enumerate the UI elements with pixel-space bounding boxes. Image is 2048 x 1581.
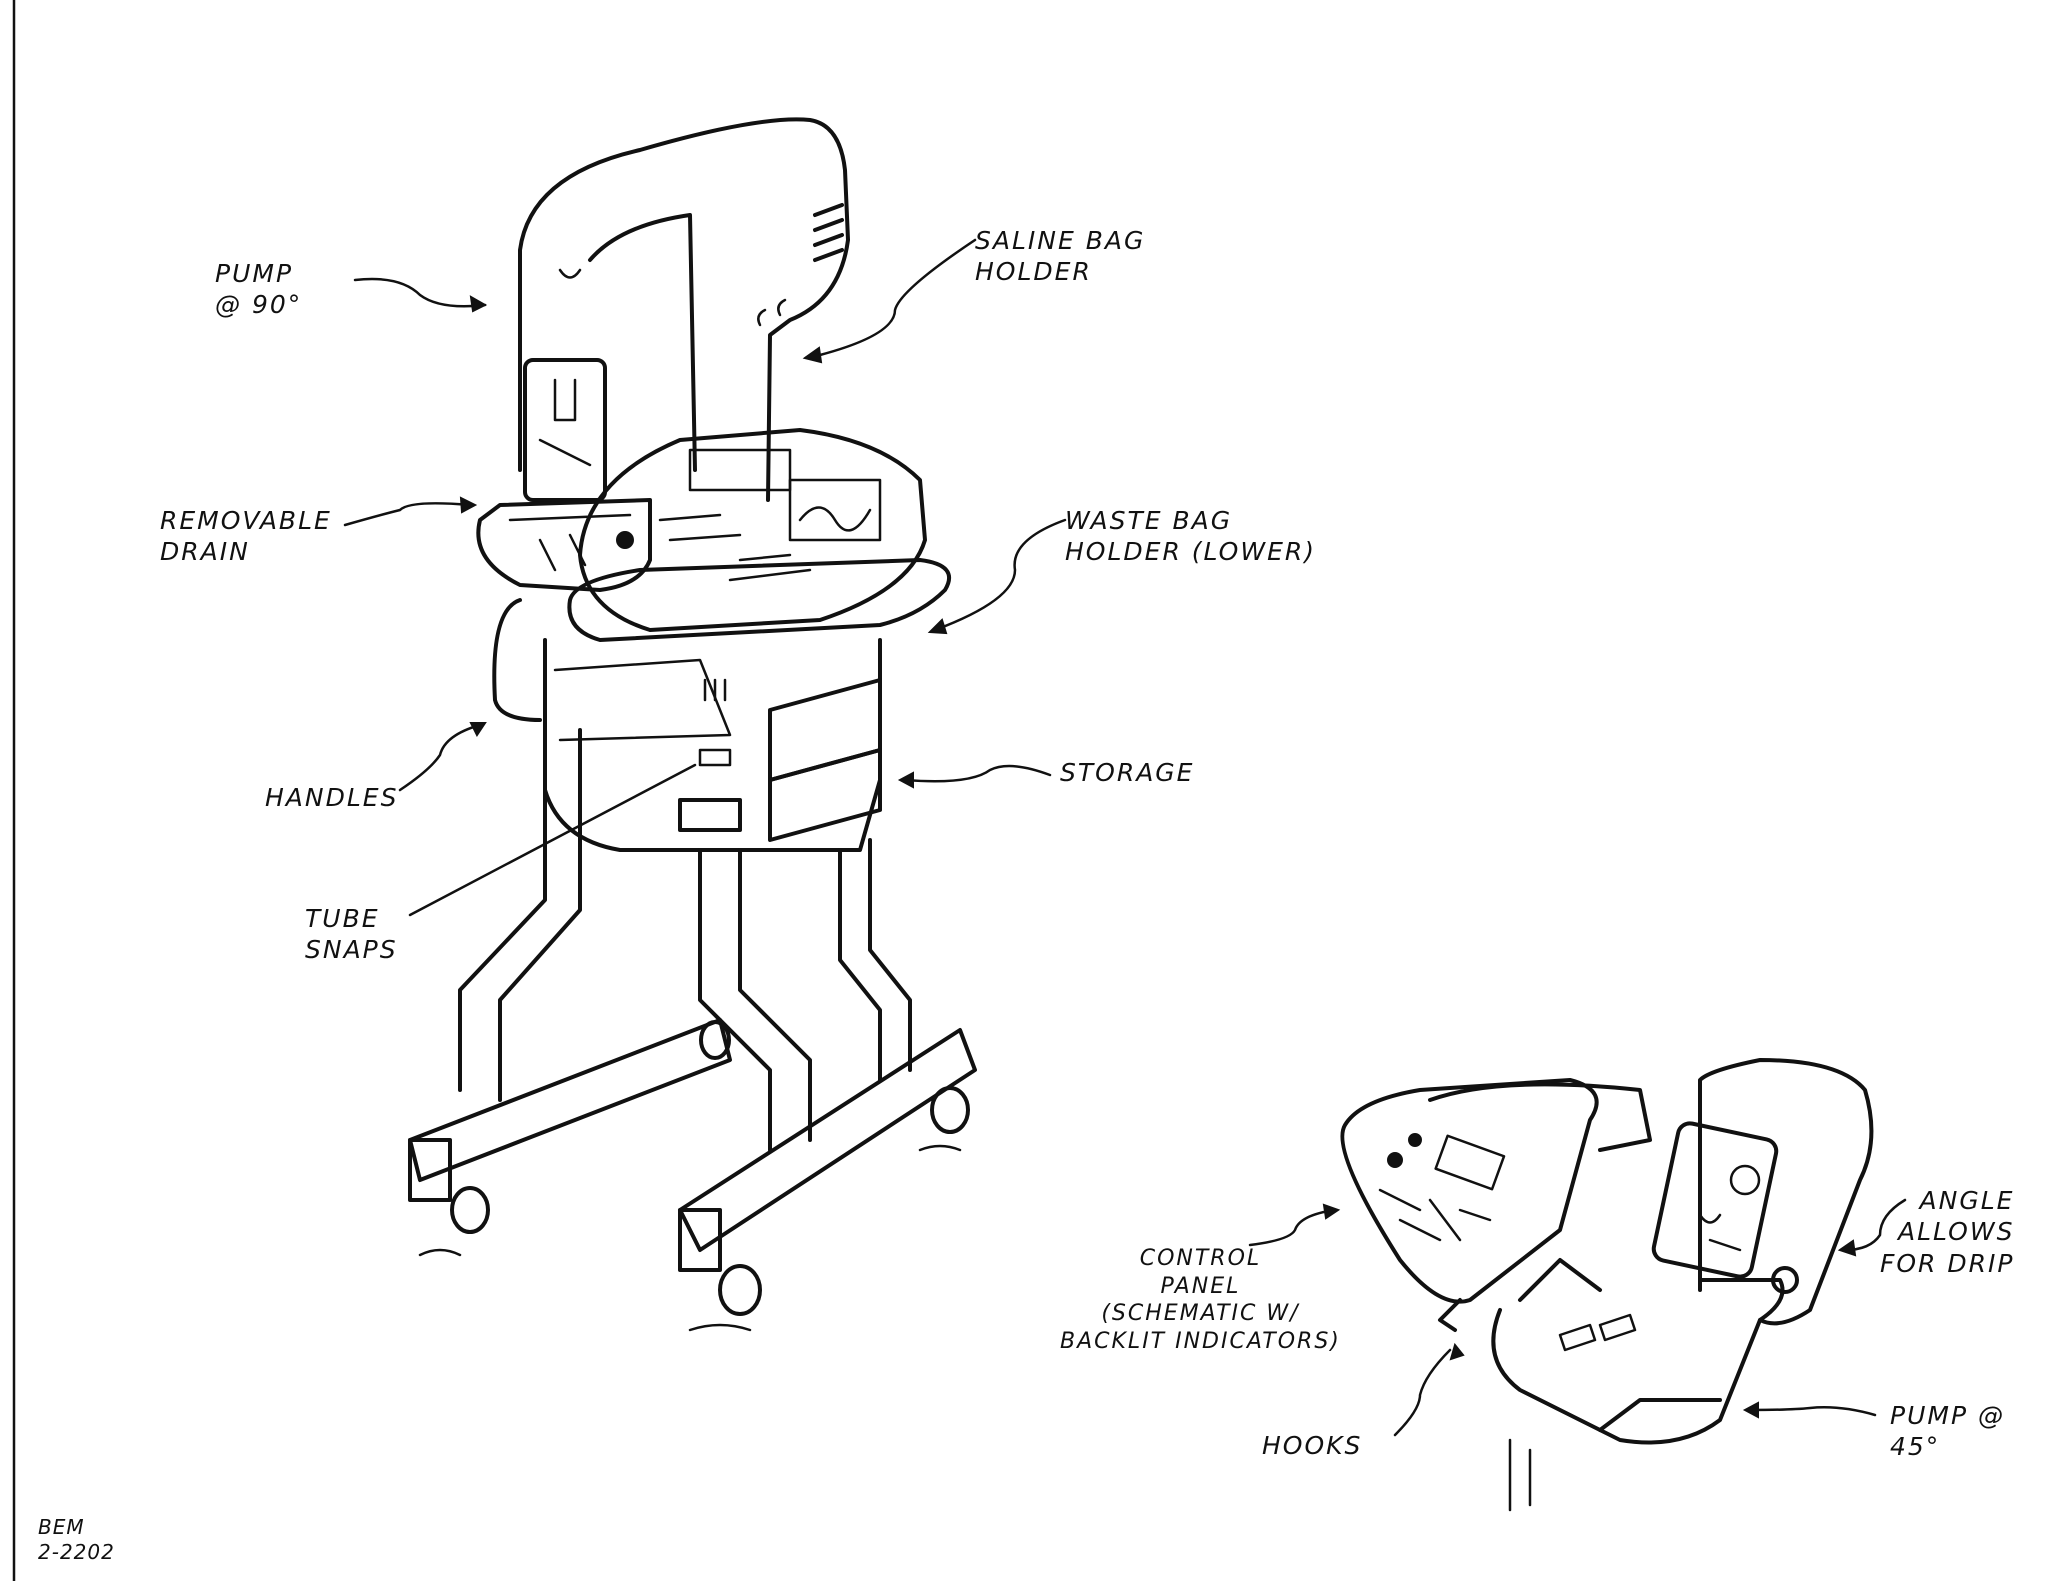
pump-45-window [1651,1121,1779,1279]
pump-45-pivot [1771,1266,1799,1294]
leg-right-back [838,848,882,1082]
label-handles: HANDLES [265,783,399,812]
leg-left-back [458,718,547,1092]
panel-knob-1 [1387,1152,1403,1168]
label-waste-bag-holder: WASTE BAG HOLDER (LOWER) [1065,506,1316,567]
arrow-pump-45 [1742,1401,1759,1419]
leader-waste [933,518,1067,632]
console-display-left [688,448,792,492]
leader-pump-90 [353,277,487,308]
label-angle-allows-for-drip: ANGLE ALLOWS FOR DRIP [1880,1186,2015,1278]
vent-slot-1 [813,203,844,217]
pump-window-detail [538,378,592,467]
pole-stub [1508,1438,1532,1512]
label-pump-45: PUMP @ 45° [1890,1401,2005,1462]
pump-head-outline [518,117,850,502]
pump-head-inner [588,213,697,472]
arrow-hooks [1449,1342,1465,1361]
leg-mid-front [698,848,772,1152]
arrow-control-panel [1322,1203,1341,1220]
tube-snap-marks [698,678,732,767]
leader-saline [818,238,977,357]
wheel-1 [450,1186,490,1234]
panel-schematic [1378,1188,1492,1242]
label-control-panel: CONTROL PANEL (SCHEMATIC W/ BACKLIT INDI… [1060,1246,1341,1354]
panel-knob-2 [1408,1133,1422,1147]
label-pump-90: PUMP @ 90° [215,259,303,320]
vent-slot-4 [813,248,844,262]
label-saline-bag-holder: SALINE BAG HOLDER [975,226,1146,287]
console-knob [616,531,634,549]
wheel-4 [699,1020,731,1060]
pump-45-lower [1491,1278,1785,1445]
label-hooks: HOOKS [1262,1431,1363,1460]
console-markings [658,513,812,582]
arrow-angle [1837,1239,1857,1257]
leader-storage [903,764,1052,783]
label-removable-drain: REMOVABLE DRAIN [160,506,332,567]
pump-45-window-detail [1698,1213,1742,1252]
wheel-2 [718,1264,762,1316]
pump-45-leader-lines [1248,1198,1907,1437]
leg-left-front [498,728,582,1102]
bag-hooks [757,298,787,327]
label-storage: STORAGE [1060,758,1195,787]
hook [1438,1298,1462,1332]
control-panel-unit [1340,1078,1599,1304]
pump-mark [558,268,582,279]
pump-45-rotor [1729,1164,1761,1196]
leader-tube-snaps [408,763,697,917]
arrow-storage [897,771,914,789]
leg-mid-back [738,848,812,1142]
leader-handles [398,723,482,792]
floor-scribbles [418,1144,962,1332]
panel-display [1434,1134,1506,1191]
signature: BEM 2-2202 [38,1515,115,1564]
arrow-pump-90 [469,295,488,313]
arrow-handles [469,722,487,737]
leader-pump-45 [1748,1406,1877,1417]
arrow-waste [927,618,948,635]
base-bar-right [678,1028,977,1252]
leader-angle [1843,1198,1907,1252]
pump-45-buttons [1558,1313,1637,1352]
leader-drain [343,502,472,527]
vent-slot-2 [813,218,844,232]
wheel-3 [930,1086,970,1134]
pump-45-joint [1518,1258,1602,1302]
tube-snap-slot [678,798,742,832]
storage-drawer-bottom [768,748,882,842]
pump-window [523,358,607,502]
cart-drawing [408,117,977,1332]
waste-bag-holder-ring [567,558,952,642]
base-bar-left-end [408,1138,452,1202]
removable-drain-tray [476,498,652,592]
base-bar-left [408,1018,732,1182]
control-console [578,428,927,632]
vent-slot-3 [813,233,844,247]
control-panel-top [1428,1082,1652,1152]
leader-hooks [1393,1348,1452,1437]
drain-ribs [508,513,632,572]
label-tube-snaps: TUBE SNAPS [305,904,398,965]
console-waveform [798,506,872,532]
base-bar-right-end [678,1208,722,1272]
arrow-saline [802,346,823,364]
leader-control-panel [1248,1208,1337,1247]
pump-45-base [1598,1398,1722,1432]
console-display-right [788,478,882,542]
cart-leader-lines [343,238,1067,917]
leg-right-front [868,838,912,1072]
side-handle [492,598,542,722]
pump-45-drawing [1340,1058,1874,1512]
pump-45-upper [1698,1058,1874,1326]
arrow-drain [459,496,478,514]
